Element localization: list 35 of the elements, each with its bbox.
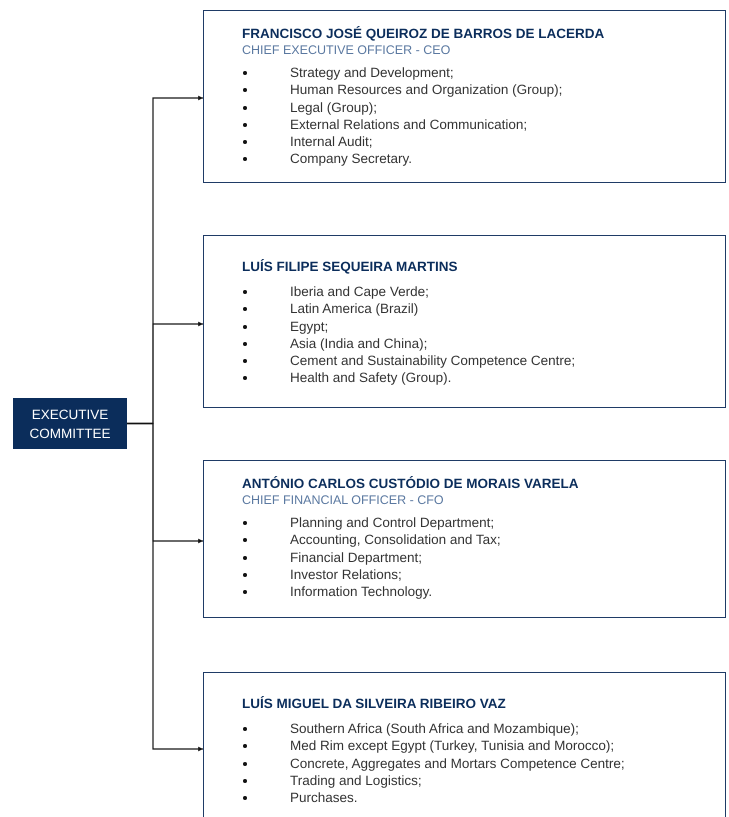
- responsibility-item: Information Technology.: [242, 583, 715, 600]
- responsibility-item: Financial Department;: [242, 548, 715, 566]
- responsibility-item: Human Resources and Organization (Group);: [242, 81, 715, 99]
- responsibility-item: Cement and Sustainability Competence Centre;: [242, 352, 715, 370]
- member-card: [203, 10, 726, 183]
- member-name: ANTÓNIO CARLOS CUSTÓDIO DE MORAIS VARELA: [242, 475, 580, 492]
- responsibility-item: Accounting, Consolidation and Tax;: [242, 531, 715, 549]
- responsibility-item: Iberia and Cape Verde;: [242, 283, 715, 300]
- committee-title: EXECUTIVE COMMITTEE: [28, 406, 112, 442]
- responsibility-item: Strategy and Development;: [242, 64, 715, 82]
- responsibility-item: Purchases.: [242, 789, 715, 806]
- responsibility-item: Med Rim except Egypt (Turkey, Tunisia and Morocco);: [242, 737, 715, 755]
- member-card: [203, 672, 726, 817]
- member-card: [203, 235, 726, 408]
- responsibility-item: Company Secretary.: [242, 150, 715, 168]
- responsibility-item: Investor Relations;: [242, 566, 715, 584]
- responsibility-item: Internal Audit;: [242, 133, 715, 150]
- member-card: [203, 460, 726, 618]
- role-title: CHIEF FINANCIAL OFFICER - CFO: [242, 492, 445, 508]
- member-name: FRANCISCO JOSÉ QUEIROZ DE BARROS DE LACERDA: [242, 25, 606, 42]
- member-name: LUÍS FILIPE SEQUEIRA MARTINS: [242, 258, 459, 275]
- responsibility-item: External Relations and Communication;: [242, 116, 715, 134]
- responsibility-item: Egypt;: [242, 318, 715, 335]
- responsibility-item: Legal (Group);: [242, 98, 715, 116]
- responsibility-item: Latin America (Brazil): [242, 300, 715, 318]
- connector-arrow: [127, 422, 203, 752]
- responsibility-item: Asia (India and China);: [242, 334, 715, 352]
- responsibility-item: Trading and Logistics;: [242, 772, 715, 790]
- role-title: CHIEF EXECUTIVE OFFICER - CEO: [242, 42, 452, 58]
- committee-box: [13, 398, 127, 449]
- member-name: LUÍS MIGUEL DA SILVEIRA RIBEIRO VAZ: [242, 695, 507, 712]
- responsibility-item: Southern Africa (South Africa and Mozambique);: [242, 720, 715, 738]
- responsibility-item: Planning and Control Department;: [242, 514, 715, 532]
- responsibility-item: Health and Safety (Group).: [242, 369, 715, 387]
- responsibility-item: Concrete, Aggregates and Mortars Competence Centre;: [242, 754, 715, 772]
